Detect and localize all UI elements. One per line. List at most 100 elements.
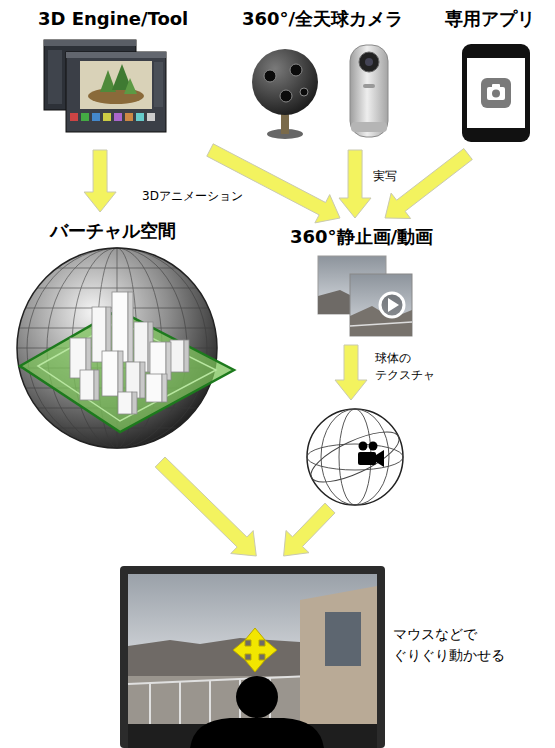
- ball-camera-part: [281, 112, 289, 134]
- virtual-globe-part: [70, 292, 189, 414]
- engine-screenshot-part: [124, 78, 137, 94]
- phone-app-part: [487, 87, 505, 100]
- engine-screenshot: [44, 40, 166, 132]
- phone-app: [462, 44, 530, 142]
- phone-app-part: [467, 58, 525, 128]
- monitor-part: [236, 676, 278, 718]
- virtual-globe-part-part: [57, 268, 177, 269]
- engine-screenshot-part: [136, 113, 144, 121]
- block-arrow: [284, 503, 335, 556]
- engine-screenshot-part: [103, 113, 111, 121]
- virtual-globe-part-part: [94, 370, 99, 400]
- block-arrow: [207, 144, 340, 223]
- flow-arrow: [84, 150, 116, 212]
- virtual-globe-part-part: [140, 362, 145, 398]
- node-heading: 3D Engine/Tool: [38, 8, 188, 30]
- virtual-globe-part-part: [170, 340, 184, 372]
- ball-camera-part: [264, 70, 276, 82]
- monitor-part: [233, 628, 277, 672]
- edge-label: 3Dアニメーション: [140, 188, 245, 205]
- edge-label: 球体の テクスチャ: [373, 350, 457, 385]
- virtual-globe-part-part: [118, 351, 123, 396]
- texture-sphere-part-part: [305, 422, 406, 492]
- monitor: [120, 566, 385, 748]
- monitor-part-part: [179, 682, 181, 724]
- node-heading: 360°/全天球カメラ: [242, 8, 403, 30]
- block-arrow: [155, 457, 256, 556]
- ball-camera-part: [252, 49, 318, 115]
- monitor-part: [128, 676, 310, 724]
- ball-camera: [252, 49, 318, 139]
- stick-camera-part: [365, 58, 373, 66]
- ball-camera-part: [300, 88, 308, 96]
- virtual-globe-part-part: [102, 351, 118, 396]
- monitor-part: [190, 718, 324, 748]
- ball-camera-part: [290, 64, 302, 76]
- texture-sphere-part: [369, 442, 378, 451]
- texture-sphere-part-part: [321, 409, 389, 505]
- node-heading: バーチャル空間: [50, 220, 176, 242]
- monitor-part: [128, 574, 377, 724]
- stick-camera-part: [350, 45, 388, 137]
- monitor-part: [325, 612, 361, 666]
- texture-sphere-part-part: [307, 444, 403, 470]
- texture-sphere-part: [359, 442, 368, 451]
- block-arrow: [339, 150, 371, 218]
- engine-screenshot-part: [88, 88, 144, 104]
- monitor-part-part: [128, 676, 310, 684]
- engine-screenshot-part: [48, 50, 62, 104]
- engine-screenshot-part: [147, 113, 155, 121]
- monitor-part: [128, 638, 300, 680]
- engine-screenshot-part: [80, 61, 152, 109]
- engine-screenshot-part: [66, 52, 166, 132]
- phone-app-part: [462, 44, 530, 142]
- stick-camera-part: [351, 122, 387, 132]
- engine-screenshot-part: [154, 62, 163, 107]
- texture-sphere-part: [376, 450, 384, 467]
- engine-screenshot-part: [92, 113, 100, 121]
- flow-arrow: [207, 144, 340, 223]
- monitor-part: [128, 676, 328, 724]
- engine-screenshot-part: [66, 52, 166, 58]
- node-heading: 専用アプリ: [445, 8, 535, 30]
- stick-camera: [350, 45, 388, 137]
- engine-screenshot-part: [125, 113, 133, 121]
- block-arrow: [335, 345, 367, 400]
- flow-arrow: [155, 457, 256, 556]
- virtual-globe-part-part: [80, 370, 94, 400]
- panorama-images-part: [350, 322, 412, 326]
- virtual-globe-part-part: [118, 392, 132, 414]
- monitor-part: [120, 566, 385, 748]
- viewer-monitor: マウスなどで ぐりぐり動かせる: [118, 562, 532, 748]
- block-arrow: [84, 150, 116, 212]
- source-tool: 3D Engine/Tool: [30, 4, 210, 144]
- panorama-images-part: [380, 293, 404, 317]
- monitor-part-part: [209, 681, 211, 724]
- texture-sphere-part: [307, 409, 403, 505]
- stick-camera-part: [359, 52, 379, 72]
- engine-screenshot-part: [114, 113, 122, 121]
- monitor-part-part: [149, 683, 151, 724]
- panorama-images: [318, 256, 412, 336]
- panorama-images-part: [350, 274, 412, 336]
- node-note: マウスなどで ぐりぐり動かせる: [393, 624, 532, 666]
- virtual-globe-part-part: [132, 392, 137, 414]
- engine-screenshot-part: [81, 113, 89, 121]
- virtual-globe-part-part: [37, 288, 197, 289]
- virtual-globe-part-part: [184, 340, 189, 372]
- phone-app-part: [492, 90, 500, 98]
- panorama-media: 360°静止画/動画: [285, 224, 445, 339]
- flow-arrow: [284, 345, 367, 556]
- virtual-space: バーチャル空間: [10, 218, 225, 450]
- texture-sphere: [305, 409, 406, 505]
- engine-screenshot-part: [44, 40, 136, 46]
- texture-sphere-part: [305, 409, 406, 505]
- phone-app-part: [492, 84, 500, 88]
- texture-sphere-part: [358, 452, 376, 465]
- virtual-globe: [17, 248, 234, 448]
- panorama-images-part: [388, 298, 399, 312]
- virtual-globe-part-part: [146, 374, 162, 402]
- flow-arrow: [339, 150, 371, 218]
- virtual-globe-part-part: [162, 374, 167, 402]
